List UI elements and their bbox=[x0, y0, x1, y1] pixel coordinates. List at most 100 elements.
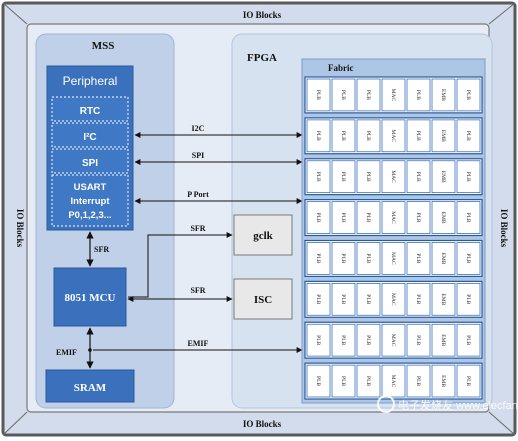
fabric-cell-mac bbox=[381, 160, 406, 194]
fabric-cell-label: PLB bbox=[340, 90, 346, 100]
fabric-cell-label: EMB bbox=[440, 130, 446, 142]
fabric-cell-plb bbox=[356, 119, 381, 153]
fabric-cell-label: MAC bbox=[390, 89, 396, 102]
fabric-cell-plb bbox=[356, 201, 381, 234]
fabric-cell-emb bbox=[431, 119, 456, 153]
fabric-cell-plb bbox=[356, 78, 381, 112]
mss-title: MSS bbox=[92, 40, 115, 52]
fabric-cell-plb bbox=[406, 201, 431, 234]
i2c-label: I²C bbox=[83, 132, 96, 143]
fabric-cell-plb bbox=[356, 282, 381, 316]
io-blocks-top-label: IO Blocks bbox=[243, 10, 282, 20]
spi-bus-label: SPI bbox=[192, 151, 204, 160]
usart-box bbox=[51, 174, 129, 227]
fabric-cell-plb bbox=[456, 242, 481, 275]
bevel-bottom-right bbox=[488, 411, 516, 436]
fabric-cell-label: MAC bbox=[390, 293, 396, 306]
sfr-gclk-label: SFR bbox=[190, 224, 205, 233]
fabric-cell-plb bbox=[456, 78, 481, 112]
fabric-cell-label: PLB bbox=[315, 90, 321, 100]
fabric-cell-plb bbox=[306, 242, 331, 275]
isc-label: ISC bbox=[254, 294, 272, 306]
fabric-cell-mac bbox=[381, 119, 406, 153]
fabric-cell-plb bbox=[356, 160, 381, 194]
fabric-cell-label: PLB bbox=[465, 131, 471, 141]
fabric-cell-label: PLB bbox=[465, 376, 471, 386]
fabric-cell-label: PLB bbox=[340, 131, 346, 141]
pport-bus-label: P Port bbox=[187, 190, 209, 199]
fabric-cell-label: PLB bbox=[465, 294, 471, 304]
gclk-label: gclk bbox=[253, 230, 273, 242]
fabric-cell-plb bbox=[406, 119, 431, 153]
fabric-cell-mac bbox=[381, 242, 406, 275]
fabric-cell-label: PLB bbox=[415, 294, 421, 304]
fabric-cell-label: MAC bbox=[390, 252, 396, 265]
fabric-cell-plb bbox=[331, 78, 356, 112]
fabric-cell-label: PLB bbox=[465, 335, 471, 345]
fabric-cell-mac bbox=[381, 323, 406, 357]
fabric-cell-mac bbox=[381, 201, 406, 234]
fabric-cell-label: PLB bbox=[465, 253, 471, 263]
fabric-cell-label: PLB bbox=[365, 376, 371, 386]
fabric-cell-label: PLB bbox=[315, 172, 321, 182]
fabric-cell-label: PLB bbox=[315, 253, 321, 263]
emif-junction bbox=[88, 348, 92, 352]
fabric-cell-plb bbox=[306, 78, 331, 112]
fabric-cell-plb bbox=[306, 323, 331, 357]
fabric-cell-label: PLB bbox=[365, 253, 371, 263]
fabric-cell-label: PLB bbox=[415, 172, 421, 182]
fabric-cell-label: PLB bbox=[365, 335, 371, 345]
fabric-cell-label: PLB bbox=[340, 335, 346, 345]
spi-box bbox=[51, 148, 129, 174]
fabric-cell-label: PLB bbox=[340, 253, 346, 263]
fabric-cell-label: PLB bbox=[465, 90, 471, 100]
sfr-isc-label: SFR bbox=[190, 286, 205, 295]
fabric-cell-label: PLB bbox=[340, 172, 346, 182]
fabric-cell-label: MAC bbox=[390, 334, 396, 347]
fabric-cell-label: PLB bbox=[415, 131, 421, 141]
fabric-cell-label: EMB bbox=[440, 252, 446, 264]
spi-label: SPI bbox=[82, 158, 98, 169]
fabric-cell-plb bbox=[406, 78, 431, 112]
fabric-cell-label: PLB bbox=[315, 294, 321, 304]
gclk-block bbox=[233, 214, 293, 256]
fabric-cell-plb bbox=[306, 160, 331, 194]
fabric-cell-emb bbox=[431, 364, 456, 398]
fabric-cell-plb bbox=[456, 282, 481, 316]
fabric-cell-label: PLB bbox=[465, 172, 471, 182]
fabric-cell-label: PLB bbox=[340, 294, 346, 304]
fabric-cell-label: PLB bbox=[315, 376, 321, 386]
bevel-top-left bbox=[2, 2, 28, 25]
emif-bus-label: EMIF bbox=[188, 339, 209, 348]
fabric-cell-plb bbox=[406, 364, 431, 398]
fabric-grid: PLB PLB PLB MAC PLB EMB PLB PLB PLB PLB MAC PLB EMB P… bbox=[304, 76, 483, 400]
fabric-cell-label: PLB bbox=[365, 90, 371, 100]
io-blocks-left-label: IO Blocks bbox=[15, 209, 25, 248]
fabric-cell-label: MAC bbox=[390, 170, 396, 183]
mcu-label: 8051 MCU bbox=[64, 292, 115, 304]
fabric-cell-plb bbox=[456, 201, 481, 234]
bevel-bottom-left bbox=[2, 411, 28, 436]
fabric-cell-plb bbox=[331, 282, 356, 316]
sram-block bbox=[45, 369, 135, 403]
fabric-cell-label: EMB bbox=[440, 89, 446, 101]
fabric-cell-label: MAC bbox=[390, 211, 396, 224]
fabric-title: Fabric bbox=[328, 63, 354, 73]
interrupt-label: Interrupt bbox=[70, 196, 110, 207]
fabric-cell-emb bbox=[431, 78, 456, 112]
watermark-logo-icon bbox=[377, 395, 395, 413]
fabric-cell-label: EMB bbox=[440, 375, 446, 387]
fabric-cell-label: EMB bbox=[440, 212, 446, 224]
fpga-title: FPGA bbox=[247, 52, 277, 64]
fabric-cell-label: EMB bbox=[440, 334, 446, 346]
port-list-label: P0,1,2,3... bbox=[68, 210, 111, 221]
rtc-box bbox=[51, 96, 129, 122]
fabric-cell-plb bbox=[406, 282, 431, 316]
fabric-cell-plb bbox=[456, 119, 481, 153]
fabric-cell-plb bbox=[331, 160, 356, 194]
fabric-cell-plb bbox=[331, 364, 356, 398]
fabric-cell-plb bbox=[306, 119, 331, 153]
bevel-top-right bbox=[488, 2, 516, 25]
fabric-cell-plb bbox=[456, 364, 481, 398]
fabric-cell-mac bbox=[381, 78, 406, 112]
